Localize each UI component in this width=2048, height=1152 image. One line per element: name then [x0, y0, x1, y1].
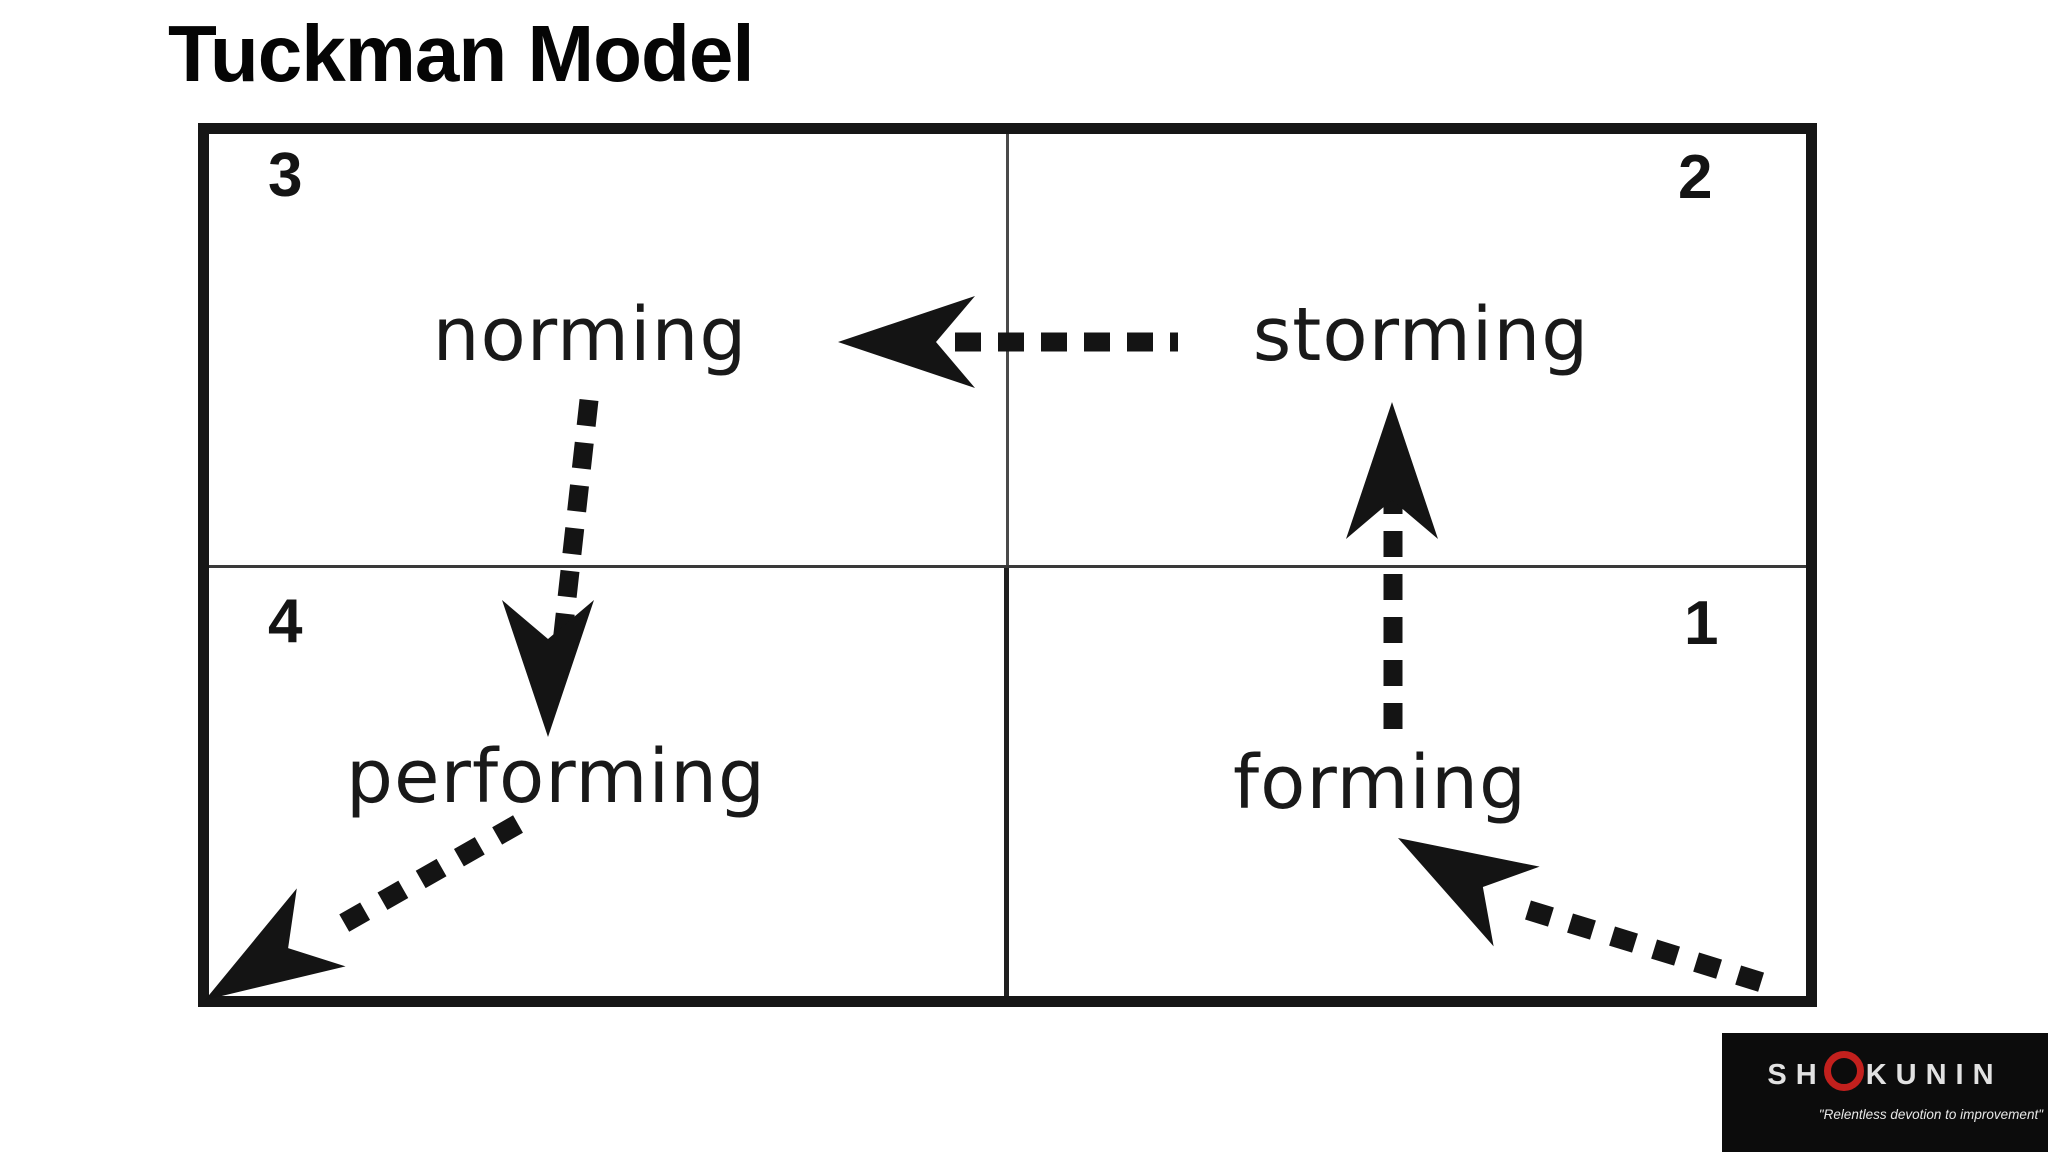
arrow-entry-to-forming [1375, 798, 1783, 998]
arrow-performing-to-exit [180, 815, 523, 1040]
quadrant-number-4: 4 [268, 587, 303, 656]
shokunin-brand: SH KUNIN [1722, 1051, 2048, 1092]
arrow-norming-to-performing [502, 398, 599, 737]
logo-tagline: "Relentless devotion to improvement" [1818, 1107, 2043, 1122]
quadrant-number-2: 2 [1678, 143, 1713, 212]
brand-text-post: KUNIN [1865, 1059, 2003, 1091]
vertical-divider-bottom [1004, 567, 1009, 996]
brand-text-pre: SH [1767, 1059, 1826, 1091]
quadrant-number-3: 3 [268, 141, 303, 210]
stage-label-storming: storming [1252, 292, 1590, 378]
stage-label-performing: performing [346, 734, 766, 820]
shokunin-logo: SH KUNIN "Relentless devotion to improvem… [1722, 1033, 2048, 1152]
stage-label-norming: norming [432, 292, 748, 378]
horizontal-divider [209, 565, 1806, 568]
arrow-storming-to-norming [838, 296, 1178, 388]
arrow-forming-to-storming [1346, 402, 1438, 740]
quadrant-number-1: 1 [1684, 589, 1719, 658]
stage-label-forming: forming [1233, 740, 1527, 826]
slide-title: Tuckman Model [168, 9, 755, 98]
red-ring-o-icon [1823, 1051, 1864, 1091]
